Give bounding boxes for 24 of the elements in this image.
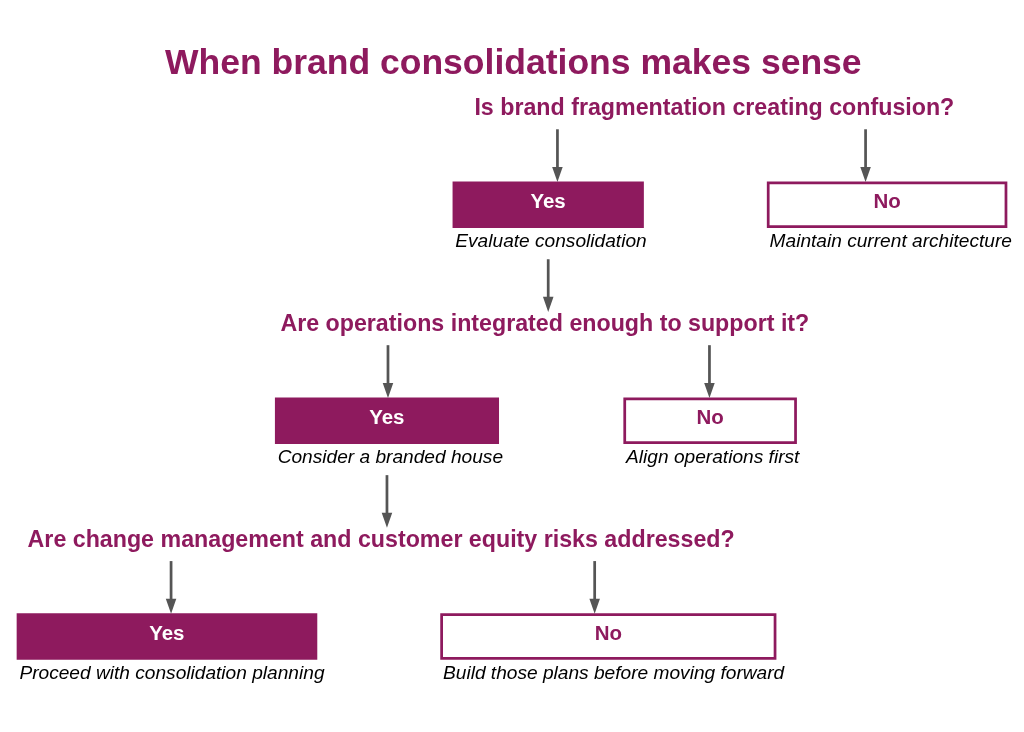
- node-box: Yes: [274, 397, 499, 444]
- arrow: [542, 259, 554, 312]
- node-label: Maintain current architecture: [769, 230, 1012, 252]
- arrow: [552, 129, 563, 183]
- node-text: Is brand fragmentation creating confusion?: [474, 94, 955, 121]
- node-label: Build those plans before moving forward: [442, 662, 785, 684]
- diagram-title: When brand consolidations makes sense: [164, 41, 862, 82]
- arrow: [589, 561, 600, 614]
- node-text: Are operations integrated enough to support it?: [280, 310, 810, 337]
- node-label: Proceed with consolidation planning: [19, 662, 325, 684]
- arrow: [704, 345, 715, 398]
- arrow: [381, 475, 393, 528]
- node-box: Yes: [16, 613, 318, 660]
- node-label: Align operations first: [626, 446, 800, 468]
- node-box: Yes: [452, 181, 644, 228]
- node-box: No: [623, 397, 797, 444]
- node-label: Consider a branded house: [277, 446, 504, 468]
- node-box: No: [766, 181, 1008, 228]
- node-box: No: [440, 613, 777, 660]
- arrow: [860, 129, 871, 183]
- arrow: [165, 561, 177, 614]
- node-label: Evaluate consolidation: [455, 230, 647, 252]
- arrow: [382, 345, 394, 398]
- node-text: Are change management and customer equity risks addressed?: [27, 526, 735, 553]
